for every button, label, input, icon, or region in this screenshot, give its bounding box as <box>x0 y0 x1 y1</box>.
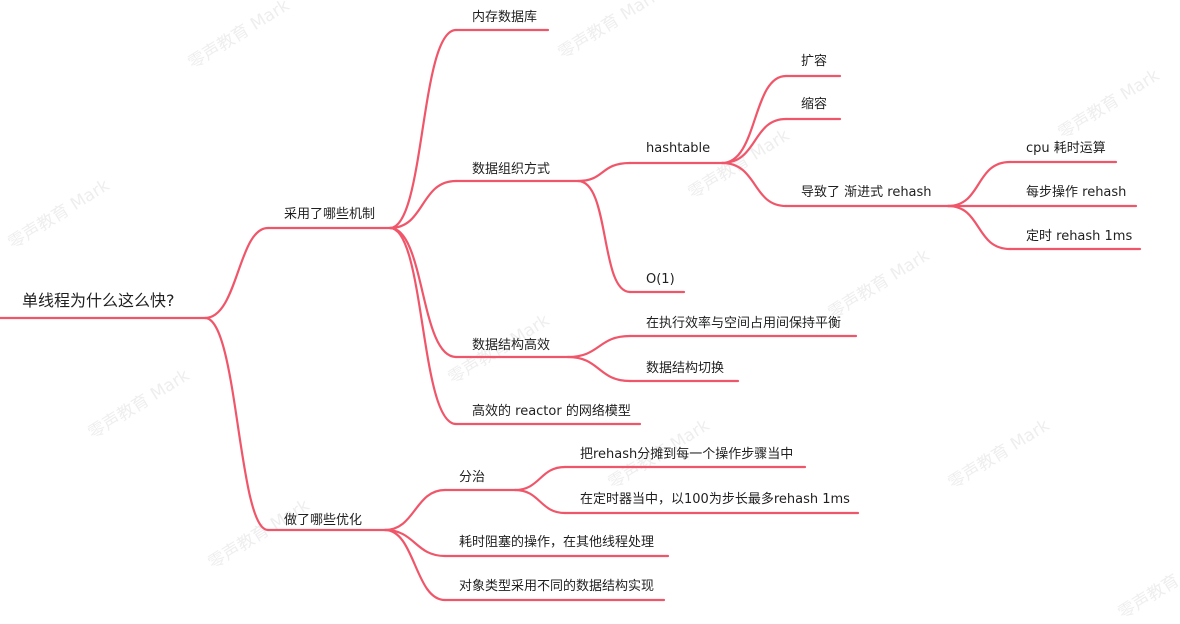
edge-mechanisms-reactor <box>388 226 458 426</box>
node-switch[interactable]: 数据结构切换 <box>646 361 725 376</box>
node-mechanisms[interactable]: 采用了哪些机制 <box>284 207 376 222</box>
node-shrink[interactable]: 缩容 <box>801 97 828 112</box>
node-spread[interactable]: 把rehash分摊到每一个操作步骤当中 <box>580 447 794 462</box>
edge-hashtable-shrink <box>720 117 788 165</box>
edge-rehash-cpu <box>946 160 1012 208</box>
edge-optimizations-object-types <box>383 528 447 602</box>
node-per-step[interactable]: 每步操作 rehash <box>1026 185 1127 200</box>
edge-mechanisms-in-memory <box>388 28 458 230</box>
edge-mechanisms-structures <box>388 226 458 359</box>
node-structures[interactable]: 数据结构高效 <box>472 338 551 353</box>
edge-root-mechanisms <box>203 226 270 320</box>
node-balance[interactable]: 在执行效率与空间占用间保持平衡 <box>646 316 842 331</box>
node-o1[interactable]: O(1) <box>646 272 675 287</box>
edge-organization-o1 <box>576 179 632 294</box>
edge-root-optimizations <box>203 316 270 532</box>
edge-hashtable-rehash <box>720 161 788 208</box>
node-hashtable[interactable]: hashtable <box>646 141 711 156</box>
node-in-memory[interactable]: 内存数据库 <box>472 10 538 25</box>
node-timed[interactable]: 定时 rehash 1ms <box>1026 229 1133 244</box>
edge-structures-switch <box>566 355 632 383</box>
mindmap-connectors <box>0 28 1142 602</box>
root-node[interactable]: 单线程为什么这么快? <box>22 291 175 310</box>
node-reactor[interactable]: 高效的 reactor 的网络模型 <box>472 404 631 419</box>
node-timer[interactable]: 在定时器当中，以100为步长最多rehash 1ms <box>580 492 850 507</box>
edge-structures-balance <box>566 334 632 359</box>
node-optimizations[interactable]: 做了哪些优化 <box>284 513 363 528</box>
node-expand[interactable]: 扩容 <box>801 54 828 69</box>
edge-optimizations-blocking <box>383 528 447 558</box>
node-object-types[interactable]: 对象类型采用不同的数据结构实现 <box>459 579 655 594</box>
node-blocking[interactable]: 耗时阻塞的操作，在其他线程处理 <box>459 535 655 550</box>
edge-hashtable-expand <box>720 74 788 165</box>
edge-rehash-timed <box>946 204 1012 251</box>
edge-organization-hashtable <box>576 161 632 183</box>
node-cpu[interactable]: cpu 耗时运算 <box>1026 141 1106 156</box>
node-divide[interactable]: 分治 <box>459 470 486 485</box>
edge-mechanisms-organization <box>388 179 458 230</box>
node-rehash[interactable]: 导致了 渐进式 rehash <box>801 185 932 200</box>
node-organization[interactable]: 数据组织方式 <box>472 162 551 177</box>
edge-divide-spread <box>513 465 567 492</box>
edge-optimizations-divide <box>383 488 447 532</box>
edge-divide-timer <box>513 488 567 515</box>
